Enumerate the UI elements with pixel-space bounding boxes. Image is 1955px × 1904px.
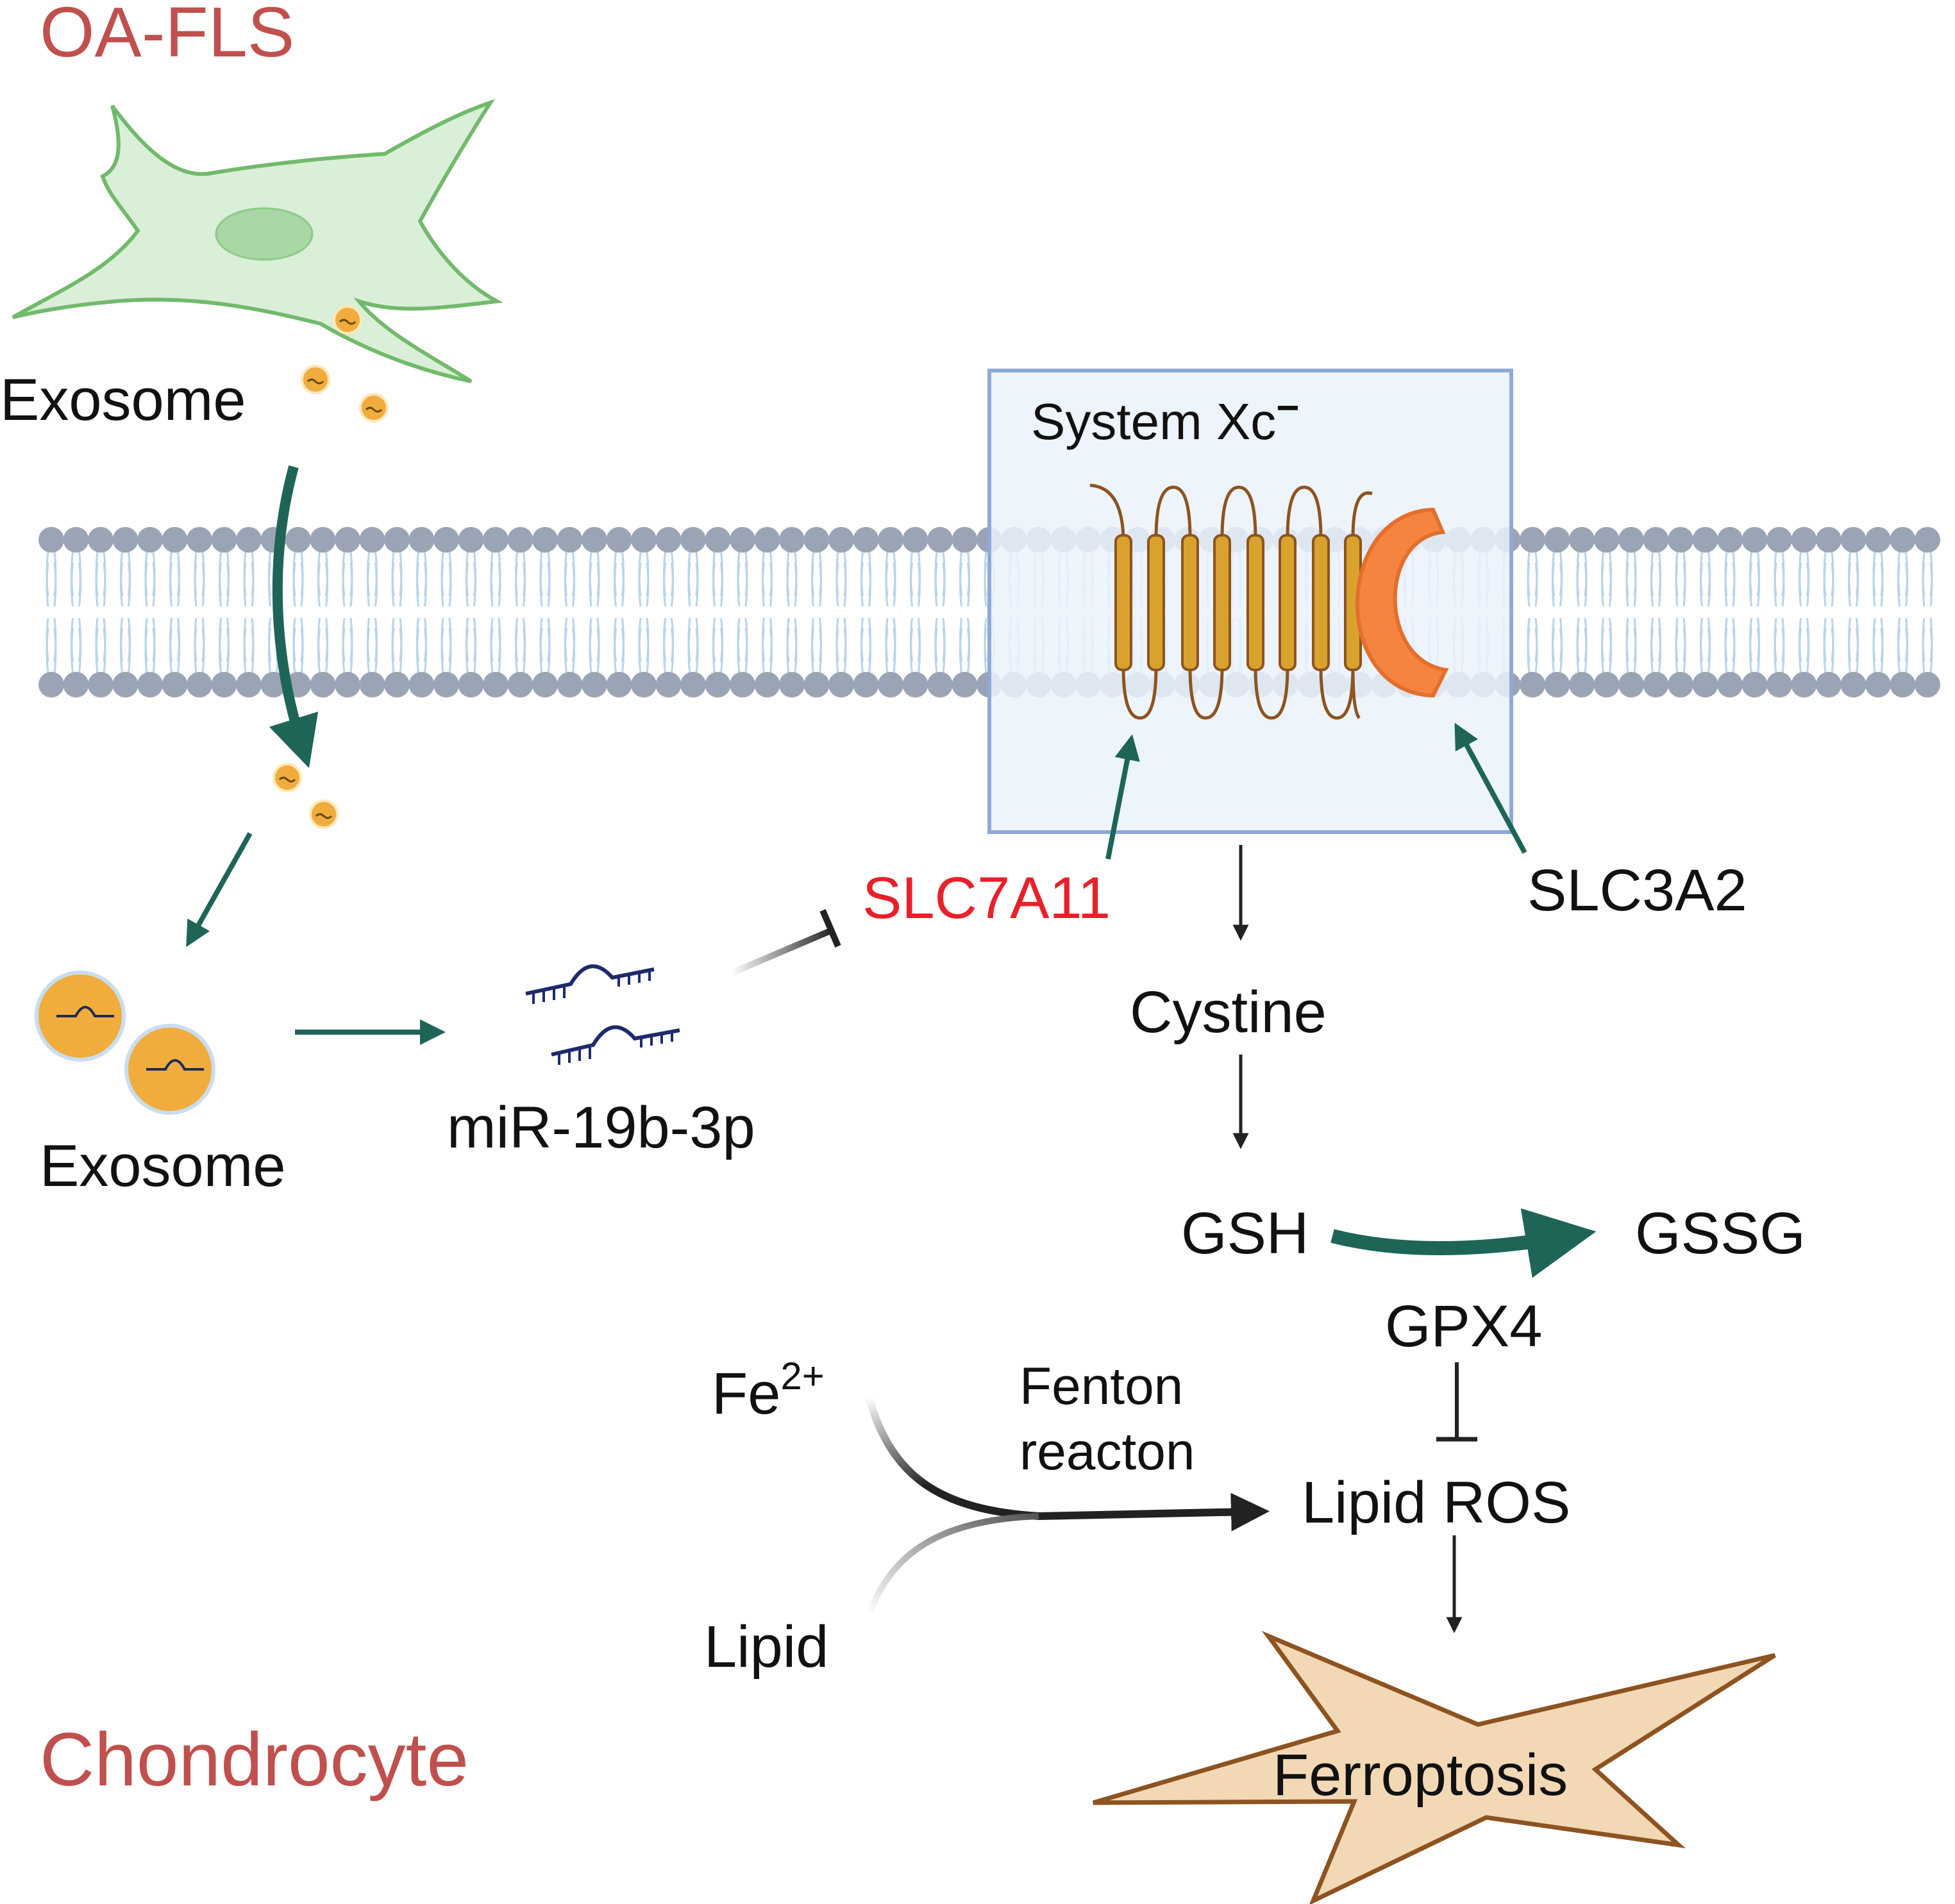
- exosome-vesicles-top: [273, 305, 389, 829]
- lipid-to-reaction-curve: [866, 1513, 1039, 1617]
- slc3a2-to-protein-arrow: [1454, 722, 1527, 854]
- cystine-label: Cystine: [1130, 980, 1327, 1045]
- lipid-ros-label: Lipid ROS: [1302, 1470, 1570, 1535]
- fe-superscript: 2+: [780, 1355, 824, 1398]
- exosome-uptake-arrow: [269, 465, 319, 769]
- fe-text: Fe: [712, 1361, 780, 1426]
- slc7a11-label: SLC7A11: [862, 865, 1111, 931]
- donor-cell-title: OA-FLS: [40, 0, 294, 72]
- mirna-inhibits-slc7a11: [730, 926, 835, 976]
- system-xc-text: System Xc: [1031, 393, 1276, 450]
- exosome-label-top: Exosome: [0, 367, 246, 433]
- gssg-label: GSSG: [1635, 1201, 1806, 1266]
- fe-to-lipid-ros-curve: [865, 1396, 1270, 1532]
- system-xc-label: System Xc−: [1031, 386, 1300, 450]
- lipid-label: Lipid: [704, 1614, 828, 1680]
- system-xc-superscript: −: [1276, 386, 1299, 430]
- fe-label: Fe2+: [712, 1355, 825, 1426]
- exosome-vesicles-large: [35, 971, 215, 1115]
- exosome-to-recipient-arrow: [186, 832, 253, 948]
- ferroptosis-burst-icon: [1093, 1630, 1776, 1904]
- exosome-cargo-marks: [278, 319, 383, 819]
- mirna-strand-icon: [525, 964, 680, 1065]
- gpx4-label: GPX4: [1385, 1294, 1542, 1359]
- fenton-label-line2: reacton: [1019, 1423, 1195, 1481]
- slc7a11-to-transporter-arrow: [1105, 734, 1140, 860]
- gsh-to-gssg-arrow: [1330, 1208, 1597, 1278]
- fenton-label-line1: Fenton: [1019, 1357, 1183, 1415]
- transmembrane-helices: [1114, 534, 1362, 671]
- mirna-label: miR-19b-3p: [447, 1095, 755, 1160]
- gsh-label: GSH: [1181, 1201, 1309, 1266]
- recipient-cell-title: Chondrocyte: [40, 1717, 469, 1802]
- fibroblast-nucleus-icon: [215, 207, 314, 261]
- exosome-label-bottom: Exosome: [40, 1133, 286, 1199]
- inhibition-bar: [819, 909, 841, 948]
- ferroptosis-label: Ferroptosis: [1273, 1742, 1568, 1808]
- slc7a11-transporter-icon: [1089, 483, 1373, 720]
- slc3a2-label: SLC3A2: [1527, 858, 1747, 923]
- slc3a2-protein-icon: [1355, 507, 1449, 698]
